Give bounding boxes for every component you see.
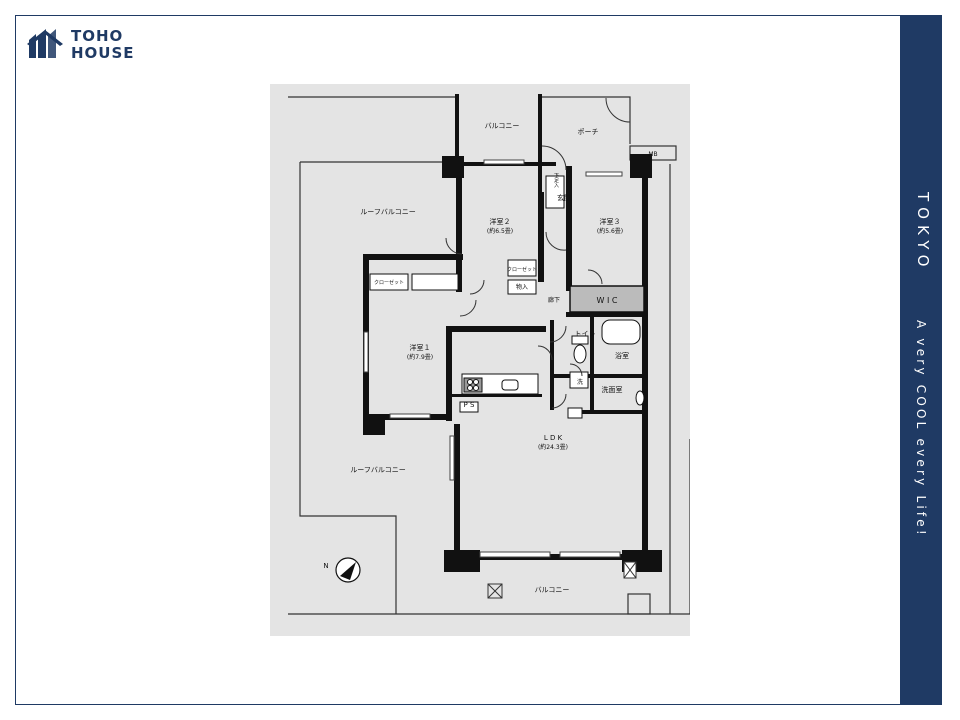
sidebar-city: TOKYO [900, 192, 941, 312]
brand-line2: HOUSE [71, 44, 135, 62]
label-ldk-size: (約24.3畳) [538, 443, 568, 451]
toho-house-logo-icon [27, 29, 63, 58]
label-balcony-bottom: バルコニー [535, 586, 570, 594]
label-closet-a: クローゼット [374, 279, 404, 286]
drain-icon [487, 583, 503, 599]
windows [363, 159, 623, 558]
sidebar [900, 16, 941, 704]
sidebar-tagline: A very COOL every Life! [900, 320, 941, 560]
label-western3: 洋室３ [600, 217, 621, 226]
north-arrow-icon [335, 557, 361, 583]
label-bath: 浴室 [615, 351, 629, 360]
closets [369, 175, 583, 419]
label-western2-size: (約6.5畳) [487, 227, 513, 235]
brand-logo: TOHO HOUSE [27, 28, 135, 62]
label-balcony-top: バルコニー [485, 122, 520, 130]
label-western3-size: (約5.6畳) [597, 227, 623, 235]
fixtures [461, 319, 645, 406]
door-swings [445, 97, 631, 409]
label-porch: ポーチ [578, 128, 599, 136]
label-entrance: 玄関 [557, 193, 571, 202]
label-wic: W I C [597, 296, 618, 305]
label-storage: 物入 [516, 283, 528, 291]
wic-band [569, 285, 645, 313]
label-roof-balcony-top: ルーフバルコニー [360, 208, 415, 216]
label-north: N [323, 562, 328, 570]
sidebar-tagline-text: A very COOL every Life! [914, 320, 928, 538]
label-shoe-box: 下足入 [553, 173, 559, 188]
label-washer: 洗 [577, 378, 583, 386]
label-toilet: トイレ [575, 330, 596, 338]
label-ldk: L D K [544, 434, 563, 442]
label-hallway: 廊下 [548, 296, 560, 304]
label-mb: MB [648, 151, 657, 158]
balcony-outlines [288, 96, 690, 615]
label-ps: P S [464, 401, 475, 409]
sidebar-city-text: TOKYO [914, 192, 932, 273]
label-roof-balcony-bottom: ルーフバルコニー [350, 466, 405, 474]
brand-line1: TOHO [71, 27, 124, 45]
floor-plan: バルコニー ポーチ MB ルーフバルコニー 洋室２ (約6.5畳) 玄関 下足入… [270, 84, 690, 636]
label-washroom: 洗面室 [602, 385, 623, 394]
label-western1: 洋室１ [410, 343, 431, 352]
walls [363, 94, 662, 572]
label-closet-b: クローゼット [507, 266, 537, 273]
hatch-icon [623, 561, 637, 579]
label-western1-size: (約7.9畳) [407, 353, 433, 361]
label-western2: 洋室２ [490, 217, 511, 226]
